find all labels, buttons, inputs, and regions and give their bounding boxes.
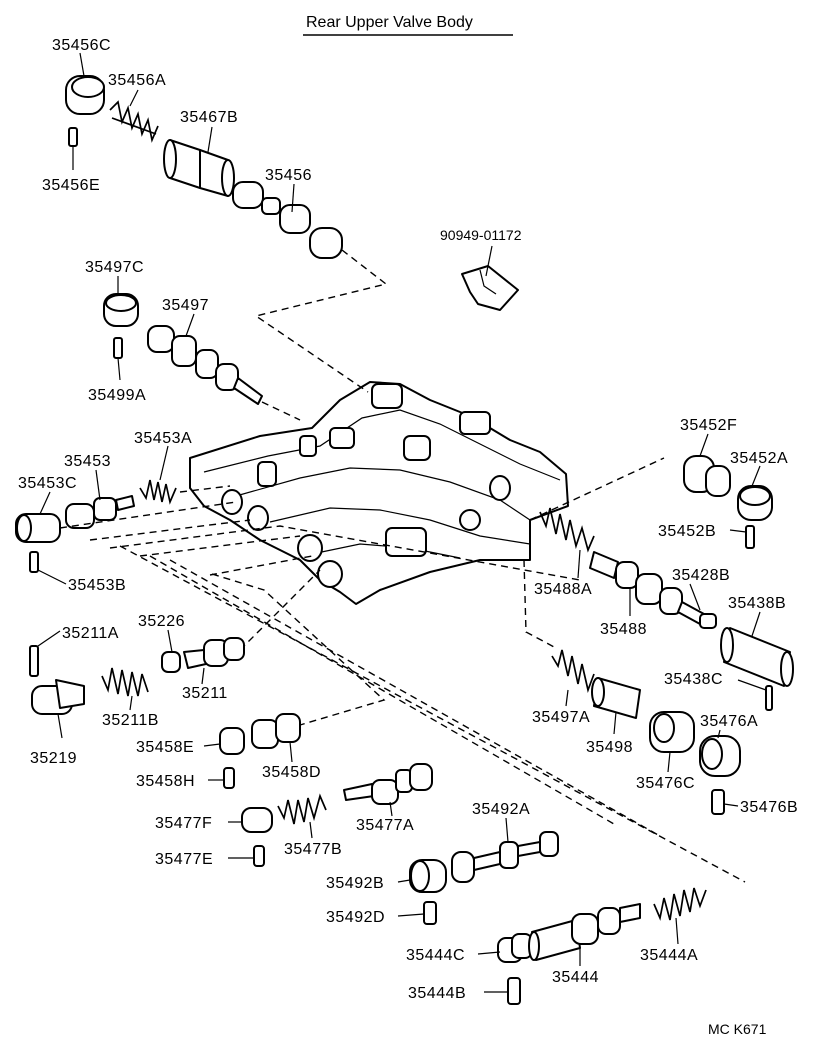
part-35444A-spring [653,887,707,921]
label-35499A: 35499A [88,387,146,404]
label-35211B: 35211B [102,712,159,729]
label-35458D: 35458D [262,764,321,781]
label-35211: 35211 [182,685,228,702]
label-35476B: 35476B [740,799,798,816]
label-35497A: 35497A [532,709,590,726]
part-35497C [103,293,139,327]
label-35456A: 35456A [108,72,166,89]
part-35476A [699,735,741,777]
part-35477B-spring [277,793,327,825]
label-35476A: 35476A [700,713,758,730]
part-35452B-pin [745,525,755,549]
label-35438B: 35438B [728,595,786,612]
leader-lines [37,52,767,993]
part-35492D-pin [423,901,437,925]
part-35438B-valve [720,627,794,687]
label-35458E: 35458E [136,739,194,756]
label-35453A: 35453A [134,430,192,447]
valve-body [189,381,569,605]
label-35456C: 35456C [52,37,111,54]
label-35438C: 35438C [664,671,723,688]
label-35492A: 35492A [472,801,530,818]
part-35497A-spring [551,649,595,693]
label-35497: 35497 [162,297,209,314]
part-35458E [219,727,245,755]
part-35444B-pin [507,977,521,1005]
label-35456E: 35456E [42,177,100,194]
label-35488A: 35488A [534,581,592,598]
part-35211B-spring [101,667,149,697]
diagram-title: Rear Upper Valve Body [306,14,473,31]
part-35438C-pin [765,685,773,711]
label-35444C: 35444C [406,947,465,964]
label-35458H: 35458H [136,773,195,790]
part-35456E-pin [68,127,78,147]
part-35453B-pin [29,551,39,573]
part-35488A-spring [539,507,595,553]
label-35477F: 35477F [155,815,212,832]
part-35458H-pin [223,767,235,789]
label-35497C: 35497C [85,259,144,276]
part-35453C [15,513,61,543]
label-35444A: 35444A [640,947,698,964]
footer-code: MC K671 [708,1021,767,1037]
part-35456-valve [232,181,343,259]
label-35211A: 35211A [62,625,119,642]
part-35492B [409,859,447,893]
part-35476C [649,711,695,753]
label-35219: 35219 [30,750,77,767]
part-35477F [241,807,273,833]
label-35428B: 35428B [672,567,730,584]
label-35444: 35444 [552,969,599,986]
label-35226: 35226 [138,613,185,630]
part-35444C [497,933,533,963]
label-35492D: 35492D [326,909,385,926]
assembly-lines [59,249,746,883]
part-35211 [183,637,245,669]
label-35488: 35488 [600,621,647,638]
part-35428B [677,601,717,629]
part-90949-01172-plate [461,265,519,311]
label-35453C: 35453C [18,475,77,492]
label-35476C: 35476C [636,775,695,792]
label-35477A: 35477A [356,817,414,834]
part-35458D [251,713,301,749]
part-35211A-pin [29,645,39,677]
part-35477A-valve [343,763,433,805]
label-35452F: 35452F [680,417,737,434]
label-35492B: 35492B [326,875,384,892]
part-35492A-valve [451,831,559,883]
part-35476B-pin [711,789,725,815]
label-35444B: 35444B [408,985,466,1002]
part-35453A-spring [139,479,177,505]
label-35452A: 35452A [730,450,788,467]
part-35453 [65,495,135,529]
part-35444-valve [528,903,641,961]
label-35477B: 35477B [284,841,342,858]
label-90949-01172: 90949-01172 [440,227,522,243]
label-35453B: 35453B [68,577,126,594]
part-35226 [161,651,181,673]
part-35456A-spring [109,100,159,143]
label-35452B: 35452B [658,523,716,540]
part-35452F [683,455,731,497]
part-35467B-valve [163,139,235,197]
part-35219 [31,679,85,715]
part-35488-valve [589,551,683,615]
part-labels: 35456C 35456A 35467B 35456E 35456 90949-… [18,37,798,1002]
part-35477E-pin [253,845,265,867]
part-35497-valve [147,325,263,405]
label-35456: 35456 [265,167,312,184]
part-35499A-pin [113,337,123,359]
part-35498 [591,677,641,719]
label-35498: 35498 [586,739,633,756]
part-35452A [737,485,773,521]
label-35453: 35453 [64,453,111,470]
part-35456C [65,75,105,115]
label-35467B: 35467B [180,109,238,126]
label-35477E: 35477E [155,851,213,868]
